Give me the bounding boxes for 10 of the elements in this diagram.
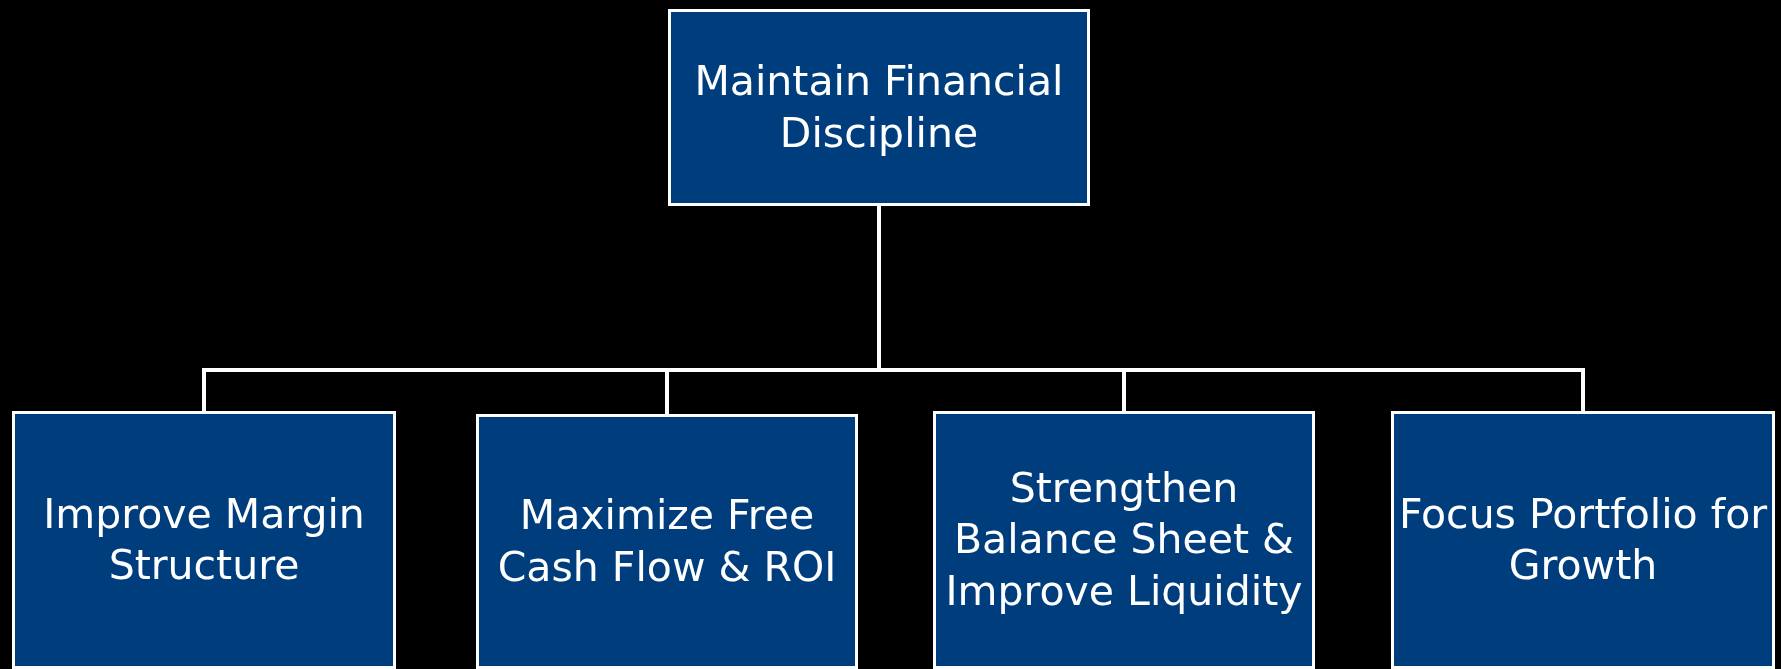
org-box <box>1391 411 1775 669</box>
org-box <box>668 9 1090 206</box>
org-box <box>476 414 858 669</box>
org-box <box>933 411 1315 669</box>
box-label: Strengthen Balance Sheet & Improve Liquidity <box>944 463 1304 617</box>
box-label: Maintain Financial Discipline <box>693 56 1065 159</box>
box-label: Focus Portfolio for Growth <box>1397 488 1769 591</box>
box-label: Improve Margin Structure <box>42 488 366 591</box>
org-box <box>12 411 396 669</box>
box-label: Maximize Free Cash Flow & ROI <box>496 490 838 593</box>
